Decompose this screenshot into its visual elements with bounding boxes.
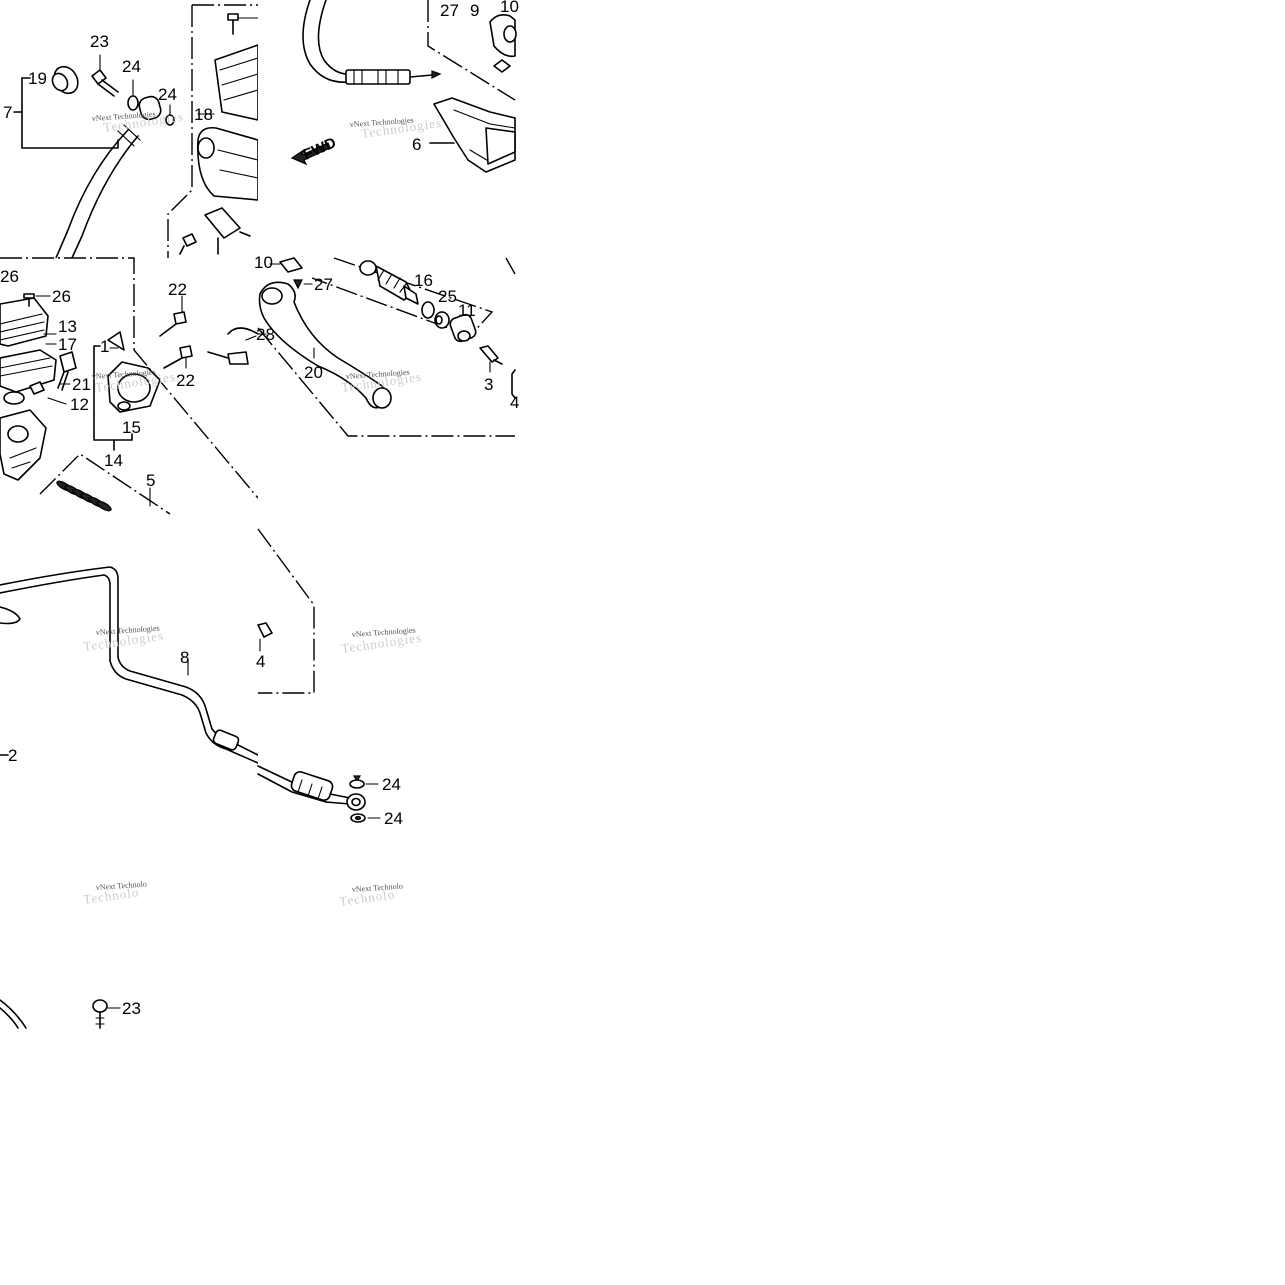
callout-9: 9 bbox=[470, 1, 479, 20]
diagram-tile-middle-left-drawing: vNext Technologies Technologies 26 26 13… bbox=[0, 257, 259, 515]
callout-3: 3 bbox=[484, 375, 493, 394]
callout-23: 23 bbox=[90, 32, 109, 51]
callout-27: 27 bbox=[314, 275, 333, 294]
diagram-tile-lower-left: vNext Technologies Technologies 8 2 bbox=[0, 515, 259, 772]
callout-22: 22 bbox=[176, 371, 195, 390]
callout-7: 7 bbox=[3, 103, 12, 122]
callout-14: 14 bbox=[104, 451, 123, 470]
callout-10: 10 bbox=[500, 0, 519, 16]
callout-22: 22 bbox=[168, 280, 187, 299]
diagram-tile-top-left-drawing: vNext Technologies Technologies 23 24 24… bbox=[3, 4, 259, 259]
callout-27: 27 bbox=[440, 1, 459, 20]
callout-24: 24 bbox=[384, 809, 403, 828]
callout-6: 6 bbox=[412, 135, 421, 154]
watermark-text: vNext Technologies bbox=[96, 624, 160, 637]
callout-2: 2 bbox=[8, 746, 17, 765]
diagram-tile-middle-left: vNext Technologies Technologies 26 26 13… bbox=[0, 257, 259, 515]
diagram-tile-lower-middle-drawing: vNext Technologies Technologies 4 bbox=[256, 528, 423, 694]
direction-label: FWD bbox=[301, 134, 339, 163]
watermark-text: vNext Technologies bbox=[92, 368, 156, 381]
diagram-tile-center-drawing: vNext Technologies Technologies 10 27 28… bbox=[227, 253, 519, 437]
diagram-tile-top-middle: FWD vNext Technologies Technologies 27 9… bbox=[258, 0, 519, 258]
callout-26: 26 bbox=[52, 287, 71, 306]
callout-11: 11 bbox=[458, 301, 476, 320]
callout-24: 24 bbox=[158, 85, 177, 104]
watermark-text: vNext Technologies bbox=[350, 116, 414, 129]
diagram-tile-top-middle-drawing: FWD vNext Technologies Technologies 27 9… bbox=[290, 0, 519, 173]
watermark-text: vNext Technologies bbox=[352, 626, 416, 639]
callout-26: 26 bbox=[0, 267, 19, 286]
diagram-tile-bottom: vNext Technolo Technolo vNext Technolo T… bbox=[0, 765, 515, 1029]
callout-21: 21 bbox=[72, 375, 91, 394]
callout-10: 10 bbox=[254, 253, 273, 272]
callout-15: 15 bbox=[122, 418, 141, 437]
watermark-text: vNext Technolo bbox=[96, 879, 148, 892]
callout-1: 1 bbox=[100, 337, 109, 356]
callout-18: 18 bbox=[194, 105, 213, 124]
callout-25: 25 bbox=[438, 287, 457, 306]
diagram-tile-bottom-drawing: vNext Technolo Technolo vNext Technolo T… bbox=[0, 765, 404, 1029]
callout-4: 4 bbox=[510, 393, 519, 412]
callout-12: 12 bbox=[70, 395, 89, 414]
callout-5: 5 bbox=[146, 471, 155, 490]
diagram-tile-lower-left-drawing: vNext Technologies Technologies 8 2 bbox=[0, 566, 259, 765]
callout-8: 8 bbox=[180, 648, 189, 667]
callout-24: 24 bbox=[382, 775, 401, 794]
diagram-tile-lower-middle: vNext Technologies Technologies 4 bbox=[256, 515, 515, 772]
callout-16: 16 bbox=[414, 271, 433, 290]
callout-24: 24 bbox=[122, 57, 141, 76]
callout-13: 13 bbox=[58, 317, 77, 336]
callout-17: 17 bbox=[58, 335, 77, 354]
watermark-text: vNext Technolo bbox=[352, 881, 404, 894]
watermark-text: vNext Technologies bbox=[346, 368, 410, 381]
svg-text:Technolo: Technolo bbox=[338, 886, 396, 909]
diagram-tile-top-left: vNext Technologies Technologies 23 24 24… bbox=[0, 0, 259, 259]
svg-text:Technolo: Technolo bbox=[82, 884, 140, 907]
callout-19: 19 bbox=[28, 69, 47, 88]
callout-23: 23 bbox=[122, 999, 141, 1018]
diagram-tile-center: vNext Technologies Technologies 10 27 28… bbox=[227, 253, 519, 515]
watermark-text: vNext Technologies bbox=[92, 110, 156, 123]
callout-20: 20 bbox=[304, 363, 323, 382]
callout-28: 28 bbox=[256, 325, 275, 344]
callout-4: 4 bbox=[256, 652, 265, 671]
